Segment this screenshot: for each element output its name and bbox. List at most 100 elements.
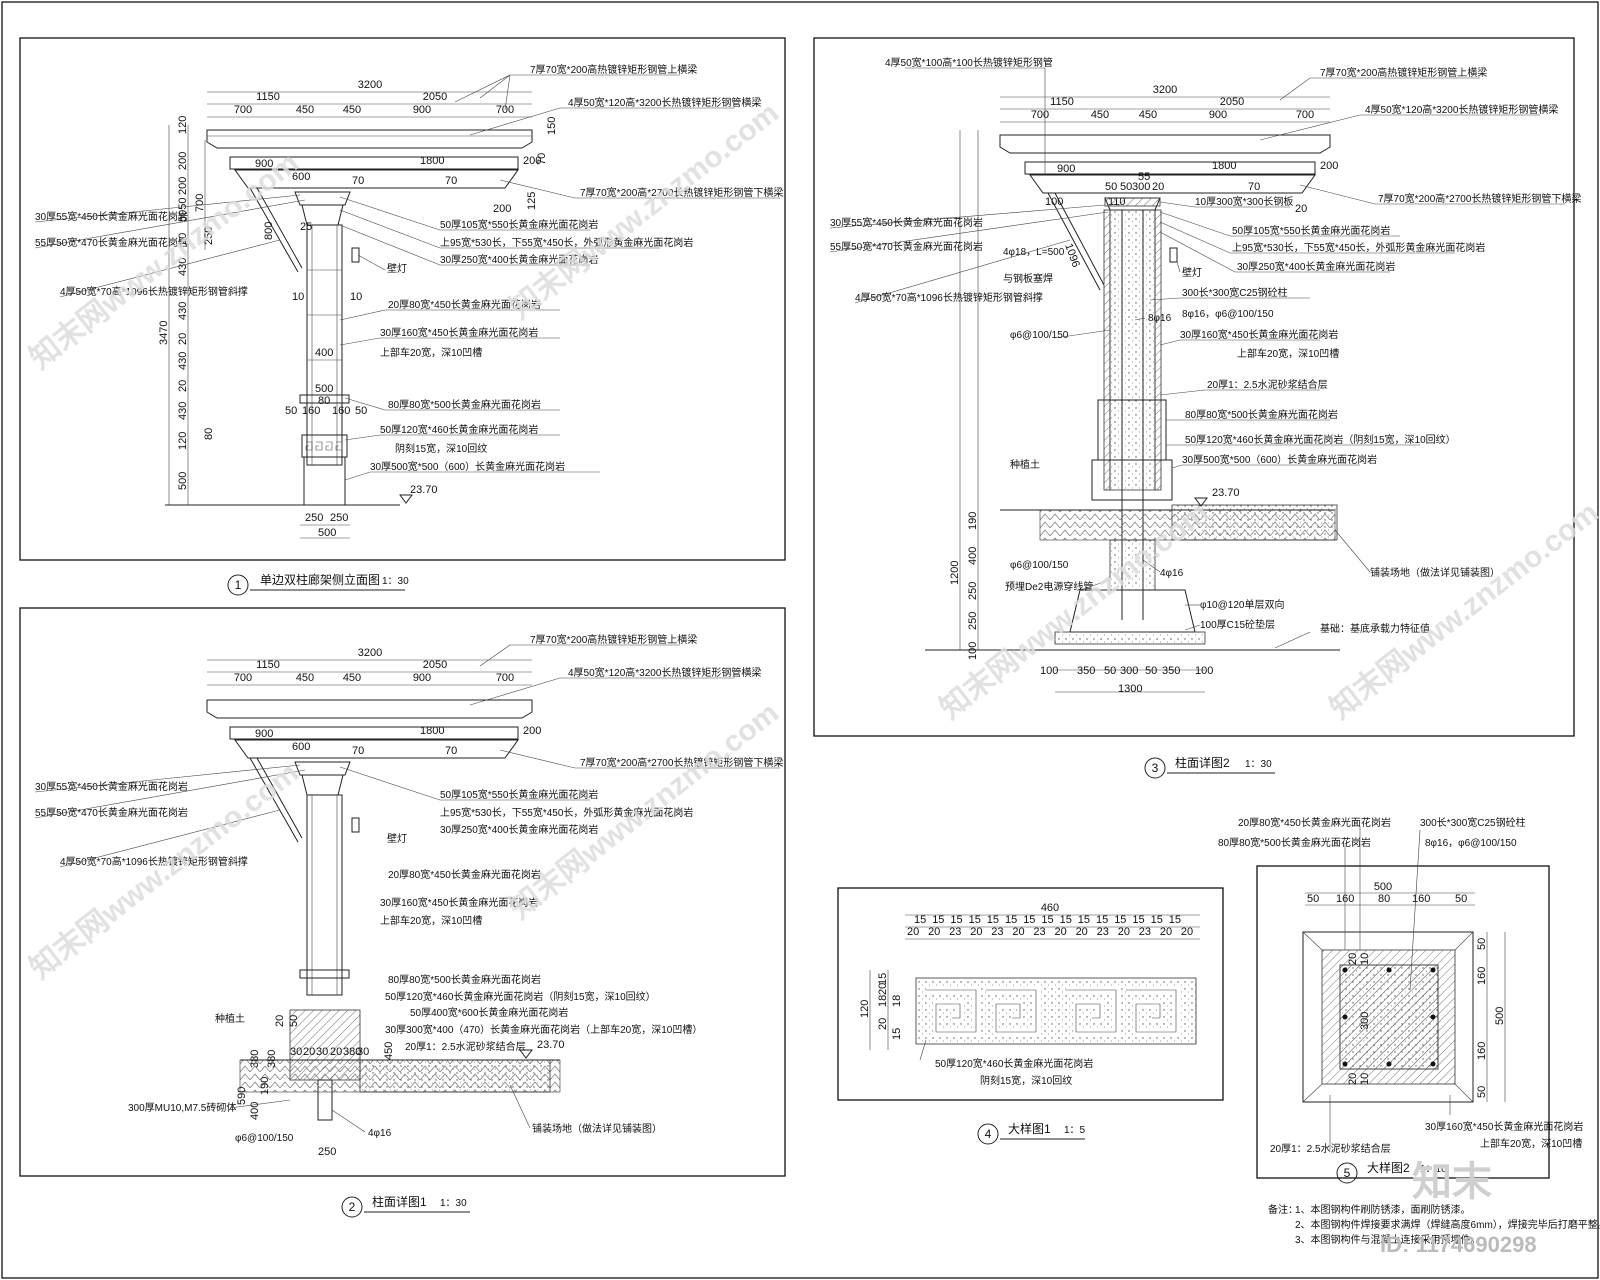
notes-line: 1、本图钢构件刷防锈漆，面刷防锈漆。 [1295, 1203, 1471, 1216]
d1-dim: 160 [302, 405, 320, 417]
d3-bdim-total: 1300 [1118, 683, 1142, 695]
d2-label: 20厚80宽*450长黄金麻光面花岗岩 [388, 868, 541, 881]
d1-dim: 200 [493, 203, 511, 215]
d2-dim: 900 [255, 728, 273, 740]
d3-vdim: 100 [967, 642, 979, 660]
d1-vdim: 20 [177, 333, 189, 345]
d5-rdim: 50 [1476, 938, 1488, 950]
d5-label: 30厚160宽*450长黄金麻光面花岗岩 [1425, 1120, 1583, 1133]
d1-dim: 600 [292, 171, 310, 183]
d1-top-beam [206, 129, 533, 149]
d5-idim: 20 [1347, 1073, 1359, 1085]
d2-dim-seg: 700 [234, 672, 252, 684]
d3-dim-seg: 450 [1091, 109, 1109, 121]
d3-dim-seg: 450 [1139, 109, 1157, 121]
d1-label: 4厚50宽*120高*3200长热镀锌矩形钢管横梁 [568, 96, 761, 109]
d4-ldim: 20 [877, 1018, 889, 1030]
d1-plinth [303, 456, 346, 506]
d2-label: 50厚400宽*600长黄金麻光面花岗岩 [410, 1006, 568, 1019]
d1-vdim: 20 [177, 233, 189, 245]
d4-ldim: 20 [877, 983, 889, 995]
d1-dim-total: 3200 [358, 79, 382, 91]
d1-label: 20厚80宽*450长黄金麻光面花岗岩 [388, 298, 541, 311]
drawing-1-side-elevation: 3200 1150 2050 700 450 450 900 700 900 1… [19, 37, 786, 596]
d5-tdim: 160 [1412, 893, 1430, 905]
d2-label: φ6@100/150 [235, 1133, 294, 1144]
d3-dim: 100 [1045, 196, 1063, 208]
d4-ldim: 18 [877, 995, 889, 1007]
d1-lower-beam [234, 169, 519, 189]
d3-label: 4厚50宽*70高*1096长热镀锌矩形钢管斜撑 [855, 291, 1043, 304]
d4-dim-20: 23 [1139, 926, 1151, 938]
d1-vdim: 120 [177, 432, 189, 450]
d1-vdim: 430 [177, 352, 189, 370]
d2-dim: 70 [445, 745, 457, 757]
d4-dim-20: 20 [970, 926, 982, 938]
d4-dim-20: 23 [991, 926, 1003, 938]
d3-vdim: 250 [967, 582, 979, 600]
d3-label: 上部车20宽，深10凹槽 [1237, 347, 1339, 360]
notes-line: 3、本图钢构件与混凝土连接采用预埋件。 [1295, 1233, 1481, 1246]
d1-dim: 50 [355, 405, 367, 417]
d4-dim-20: 20 [1055, 926, 1067, 938]
d3-steel-plate [1104, 197, 1161, 207]
d3-dim-total: 3200 [1153, 84, 1177, 96]
d2-label: 上部车20宽，深10凹槽 [380, 914, 482, 927]
d2-label: 7厚70宽*200高*2700长热镀锌矩形钢管下横梁 [580, 756, 783, 769]
drawing-2-column-detail-1: 3200 1150 2050 700 450 450 900 700 900 1… [19, 607, 786, 1218]
d4-number: 4 [985, 1127, 992, 1141]
d4-top-total: 460 [1041, 902, 1059, 914]
d4-dim-20: 23 [1097, 926, 1109, 938]
d4-dim-20: 20 [907, 926, 919, 938]
d3-bdim: 100 [1195, 665, 1213, 677]
d5-tdim: 50 [1455, 893, 1467, 905]
d3-concrete-bed [1054, 631, 1206, 645]
d2-dim: 200 [523, 725, 541, 737]
d5-label: 20厚80宽*450长黄金麻光面花岗岩 [1238, 816, 1391, 829]
d4-dim-15: 15 [1114, 914, 1126, 926]
d4-label: 阴刻15宽，深10回纹 [980, 1074, 1072, 1087]
d1-vdim: 250 [203, 227, 215, 245]
d3-dim: 50 [1120, 181, 1132, 193]
d4-dim-15: 15 [1169, 914, 1181, 926]
d5-idim: 10 [1359, 1073, 1371, 1085]
d1-number-bubble [227, 574, 249, 596]
d4-dim-20: 20 [1160, 926, 1172, 938]
d2-dim: 30 [357, 1046, 369, 1058]
d3-dim: 20 [1152, 181, 1164, 193]
d2-label: 80厚80宽*500长黄金麻光面花岗岩 [388, 973, 541, 986]
d1-dim: 250 [305, 512, 323, 524]
d1-label: 7厚70宽*200高*2700长热镀锌矩形钢管下横梁 [580, 186, 783, 199]
d3-dim: 70 [1248, 181, 1260, 193]
d3-bdim: 50 [1104, 665, 1116, 677]
d2-label: 30厚250宽*400长黄金麻光面花岗岩 [440, 823, 598, 836]
d4-title: 大样图1 [1008, 1121, 1051, 1136]
d3-dim: 900 [1057, 163, 1075, 175]
d1-vdim: 5050 [177, 198, 189, 222]
d1-dim: 900 [255, 158, 273, 170]
d4-dim-15: 15 [1005, 914, 1017, 926]
d4-dim-15: 15 [1078, 914, 1090, 926]
watermark-text: 知末网www.znzmo.com [1324, 496, 1600, 726]
watermark-logo: 知末 [1412, 1160, 1492, 1204]
d3-top-beam [999, 134, 1331, 154]
d2-paving [359, 1059, 551, 1093]
d1-label: 55厚50宽*470长黄金麻光面花岗岩 [35, 236, 188, 249]
d2-label: 4φ16 [368, 1128, 392, 1139]
d5-label: 80厚80宽*500长黄金麻光面花岗岩 [1218, 836, 1371, 849]
d2-dim-seg: 900 [413, 672, 431, 684]
d2-dim: 50 [288, 1015, 300, 1027]
d3-dim: 200 [1320, 160, 1338, 172]
d2-top-beam [206, 699, 533, 719]
d1-dim: 10 [292, 291, 304, 303]
d5-title: 大样图2 [1367, 1160, 1410, 1175]
d1-vdim: 3470 [158, 321, 170, 345]
d2-dim-seg: 700 [496, 672, 514, 684]
d3-number: 3 [1152, 761, 1159, 775]
d3-bdim: 350 [1162, 665, 1180, 677]
d2-label: 30厚160宽*450长黄金麻光面花岗岩 [380, 896, 538, 909]
d1-label: 80厚80宽*500长黄金麻光面花岗岩 [388, 398, 541, 411]
d2-label: 种植土 [215, 1012, 245, 1025]
